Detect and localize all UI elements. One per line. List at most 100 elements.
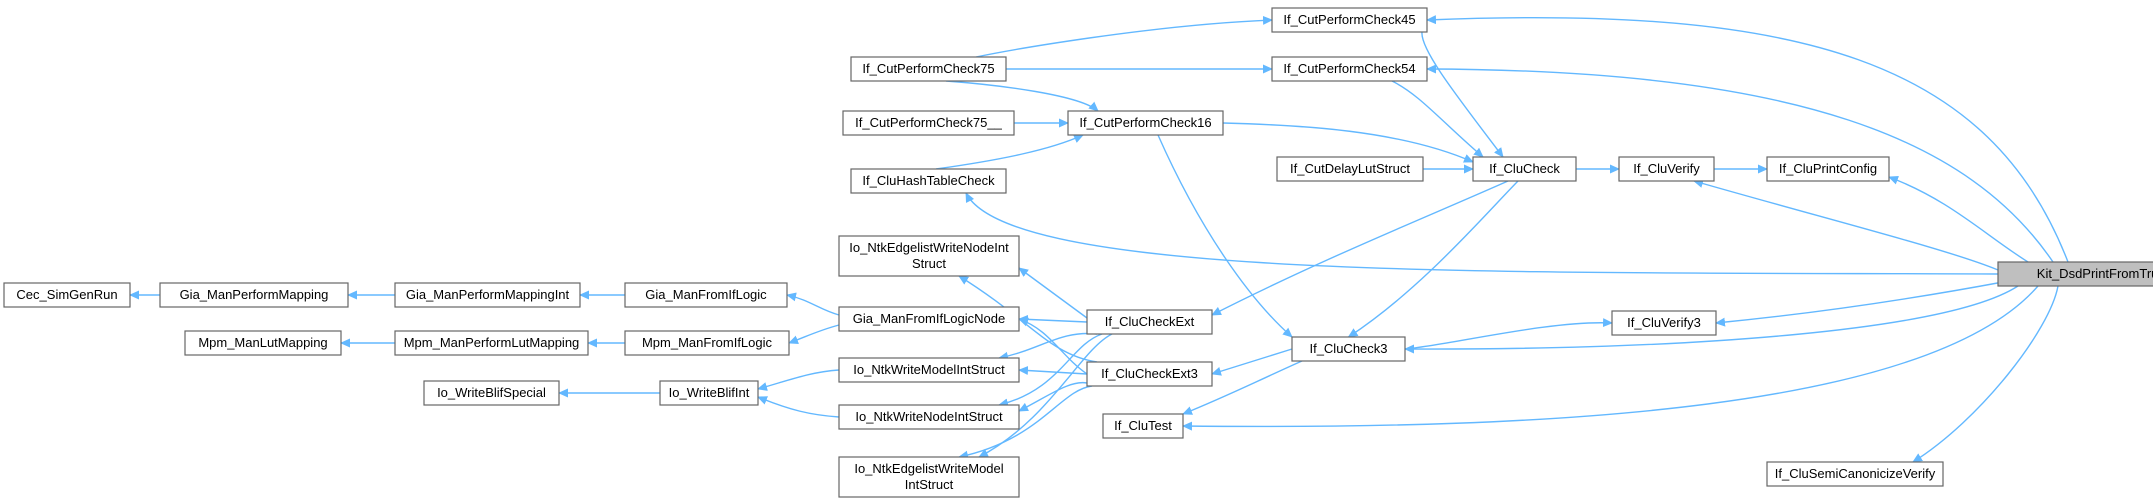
node-box [659, 380, 759, 406]
edge-giaFIL-to-giaFILN [786, 292, 840, 316]
node-hash[interactable]: If_CluHashTableCheck [850, 168, 1007, 194]
node-cpc75u[interactable]: If_CutPerformCheck75__ [842, 110, 1015, 136]
edge-cpc45-to-kit [1426, 15, 2069, 263]
node-box [838, 235, 1020, 277]
node-ext3[interactable]: If_CluCheckExt3 [1086, 361, 1213, 387]
node-check3[interactable]: If_CluCheck3 [1291, 336, 1406, 362]
node-label: If_CluHashTableCheck [862, 173, 995, 188]
node-writeNode[interactable]: Io_NtkWriteNodeIntStruct [838, 404, 1020, 430]
node-cec[interactable]: Cec_SimGenRun [3, 282, 131, 308]
node-label: If_CluVerify [1633, 161, 1700, 176]
node-label: If_CluCheck3 [1309, 341, 1387, 356]
edge-cluTest-to-check3 [1182, 360, 1303, 415]
node-label: Mpm_ManPerformLutMapping [404, 335, 580, 350]
node-box [1997, 261, 2153, 287]
node-writeModel[interactable]: Io_NtkWriteModelIntStruct [838, 357, 1020, 383]
edge-ext3-to-check3 [1211, 348, 1293, 376]
node-label: If_CluSemiCanonicizeVerify [1775, 466, 1936, 481]
node-layer: Kit_DsdPrintFromTruth If_CutPerformCheck4… [3, 7, 2153, 498]
node-label: Io_NtkWriteNodeIntStruct [855, 409, 1003, 424]
edge-egWriteModel-to-ext [978, 333, 1113, 458]
node-box [838, 306, 1020, 332]
node-label: Io_NtkWriteModelIntStruct [853, 362, 1005, 377]
node-box [1291, 336, 1406, 362]
node-label: Io_WriteBlifInt [669, 385, 750, 400]
node-giaPM[interactable]: Gia_ManPerformMapping [159, 282, 349, 308]
node-ext[interactable]: If_CluCheckExt [1086, 309, 1213, 335]
edge-writeNode-to-ext [998, 333, 1103, 408]
node-cpc16[interactable]: If_CutPerformCheck16 [1067, 110, 1224, 136]
edge-hash-to-kit [965, 192, 1999, 275]
node-box [394, 282, 581, 308]
edge-printCfg-to-kit [1888, 175, 2029, 263]
node-label: Mpm_ManFromIfLogic [642, 335, 773, 350]
node-label: Gia_ManFromIfLogicNode [853, 311, 1005, 326]
node-label: If_CluPrintConfig [1779, 161, 1877, 176]
node-box [1766, 156, 1890, 182]
node-label: If_CutDelayLutStruct [1290, 161, 1410, 176]
node-box [838, 456, 1020, 498]
node-cluTest[interactable]: If_CluTest [1102, 413, 1184, 439]
node-box [3, 282, 131, 308]
edge-verify3-to-kit [1715, 281, 2004, 327]
edge-cpc45-to-cpc75 [975, 15, 1273, 58]
node-printCfg[interactable]: If_CluPrintConfig [1766, 156, 1890, 182]
node-label: If_CutPerformCheck75 [862, 61, 994, 76]
node-box [1611, 310, 1717, 336]
node-semiCanon[interactable]: If_CluSemiCanonicizeVerify [1766, 461, 1944, 487]
node-box [1086, 309, 1213, 335]
edge-egWriteModel-to-ext3 [958, 385, 1093, 460]
node-box [624, 282, 788, 308]
node-cluCheck[interactable]: If_CluCheck [1472, 156, 1577, 182]
node-delay[interactable]: If_CutDelayLutStruct [1276, 156, 1424, 182]
node-mpmFIL[interactable]: Mpm_ManFromIfLogic [624, 330, 790, 356]
node-label: Gia_ManPerformMapping [180, 287, 329, 302]
node-box [1276, 156, 1424, 182]
node-box [1766, 461, 1944, 487]
node-giaPMI[interactable]: Gia_ManPerformMappingInt [394, 282, 581, 308]
edge-egWriteNode-to-ext [1018, 267, 1088, 319]
node-mpmPLM[interactable]: Mpm_ManPerformLutMapping [394, 330, 589, 356]
edge-mpmFIL-to-giaFILN [788, 324, 840, 345]
node-mpmLut[interactable]: Mpm_ManLutMapping [184, 330, 342, 356]
node-box [1618, 156, 1715, 182]
node-label: If_CutPerformCheck75__ [855, 115, 1002, 130]
node-box [423, 380, 560, 406]
edge-cpc16-to-hash [935, 134, 1084, 170]
node-label: If_CluCheckExt [1105, 314, 1195, 329]
node-verify[interactable]: If_CluVerify [1618, 156, 1715, 182]
node-label: Struct [912, 256, 946, 271]
node-label: If_CluCheckExt3 [1101, 366, 1198, 381]
node-label: Gia_ManPerformMappingInt [406, 287, 570, 302]
edge-semiCanon-to-kit [1912, 285, 2059, 463]
node-kit[interactable]: Kit_DsdPrintFromTruth [1997, 261, 2153, 287]
node-cpc75[interactable]: If_CutPerformCheck75 [850, 56, 1007, 82]
edge-cluCheck-to-cpc16 [1222, 122, 1474, 163]
node-giaFILN[interactable]: Gia_ManFromIfLogicNode [838, 306, 1020, 332]
node-blifInt[interactable]: Io_WriteBlifInt [659, 380, 759, 406]
edge-check3-to-cluCheck [1347, 180, 1519, 338]
edge-cpc54-to-kit [1426, 64, 2054, 263]
node-verify3[interactable]: If_CluVerify3 [1611, 310, 1717, 336]
node-label: Io_NtkEdgelistWriteModel [854, 461, 1003, 476]
node-label: If_CutPerformCheck45 [1283, 12, 1415, 27]
node-label: Mpm_ManLutMapping [198, 335, 327, 350]
node-box [1086, 361, 1213, 387]
node-label: Gia_ManFromIfLogic [645, 287, 767, 302]
node-label: Kit_DsdPrintFromTruth [2037, 266, 2153, 281]
node-cpc54[interactable]: If_CutPerformCheck54 [1271, 56, 1428, 82]
node-cpc45[interactable]: If_CutPerformCheck45 [1271, 7, 1428, 33]
node-giaFIL[interactable]: Gia_ManFromIfLogic [624, 282, 788, 308]
node-box [838, 357, 1020, 383]
node-blifSpecial[interactable]: Io_WriteBlifSpecial [423, 380, 560, 406]
node-box [1271, 56, 1428, 82]
edge-cpc16-to-cpc75 [945, 80, 1099, 112]
node-box [624, 330, 790, 356]
edge-cluTest-to-kit [1182, 285, 2039, 431]
node-box [184, 330, 342, 356]
edge-verify3-to-check3 [1404, 318, 1613, 350]
edge-giaFILN-to-ext3 [1018, 317, 1088, 375]
